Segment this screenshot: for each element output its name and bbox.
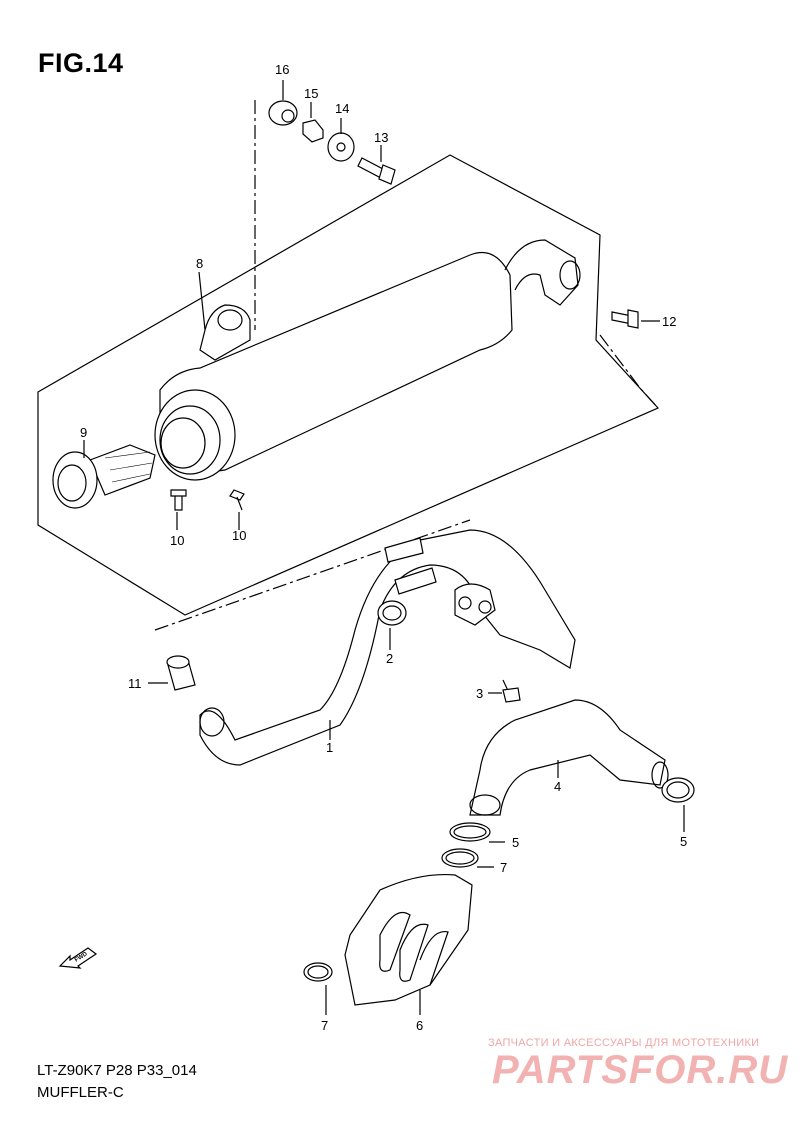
bolt-10-right-drawing	[229, 489, 245, 511]
watermark-brand: PARTSFOR.RU	[492, 1048, 789, 1092]
gasket-2-drawing	[377, 600, 407, 626]
muffler-group-frame	[37, 154, 660, 616]
clamp-7-center-drawing	[441, 848, 479, 868]
callout-13: 13	[374, 130, 388, 145]
bolt-3-drawing	[502, 679, 521, 703]
callout-labels: 16 15 14 13 8 12 9 10 10 11 2 3 1 4 5 5 …	[80, 62, 687, 1033]
bolt-13-drawing	[357, 157, 396, 185]
callout-8: 8	[196, 256, 203, 271]
callout-6: 6	[416, 1018, 423, 1033]
diagram-description: MUFFLER-C	[37, 1084, 124, 1101]
fwd-arrow-icon: FWD	[58, 947, 98, 969]
pipe-4-drawing	[469, 699, 669, 816]
callout-9: 9	[80, 425, 87, 440]
callout-2: 2	[386, 651, 393, 666]
diagram-code: LT-Z90K7 P28 P33_014	[37, 1062, 197, 1079]
figure-title: FIG.14	[38, 48, 124, 78]
callout-11: 11	[128, 676, 142, 691]
callout-12: 12	[662, 314, 676, 329]
protector-6-drawing	[344, 873, 473, 1006]
muffler-drawing	[154, 239, 581, 481]
callout-7-left: 7	[321, 1018, 328, 1033]
exhaust-pipe-drawing	[199, 529, 576, 766]
clamp-7-left-drawing	[303, 962, 333, 982]
bolt-10-left-drawing	[170, 489, 187, 511]
watermark-subtitle: ЗАПЧАСТИ И АКСЕССУАРЫ ДЛЯ МОТОТЕХНИКИ	[488, 1037, 760, 1049]
callout-10-right: 10	[232, 528, 246, 543]
callout-14: 14	[335, 101, 349, 116]
callout-15: 15	[304, 86, 318, 101]
washer-14-drawing	[327, 132, 355, 162]
callout-5-right: 5	[680, 834, 687, 849]
cushion-11-drawing	[166, 655, 196, 691]
callout-10-left: 10	[170, 533, 184, 548]
spacer-15-drawing	[302, 119, 324, 143]
callout-1: 1	[326, 740, 333, 755]
bolt-12-drawing	[611, 309, 639, 329]
callout-16: 16	[275, 62, 289, 77]
callout-4: 4	[554, 779, 561, 794]
clamp-5-center-drawing	[449, 822, 491, 842]
clamp-5-right-drawing	[661, 777, 695, 803]
spark-arrester-drawing	[52, 444, 156, 509]
callout-7-center: 7	[500, 860, 507, 875]
callout-5-center: 5	[512, 835, 519, 850]
callout-3: 3	[476, 686, 483, 701]
